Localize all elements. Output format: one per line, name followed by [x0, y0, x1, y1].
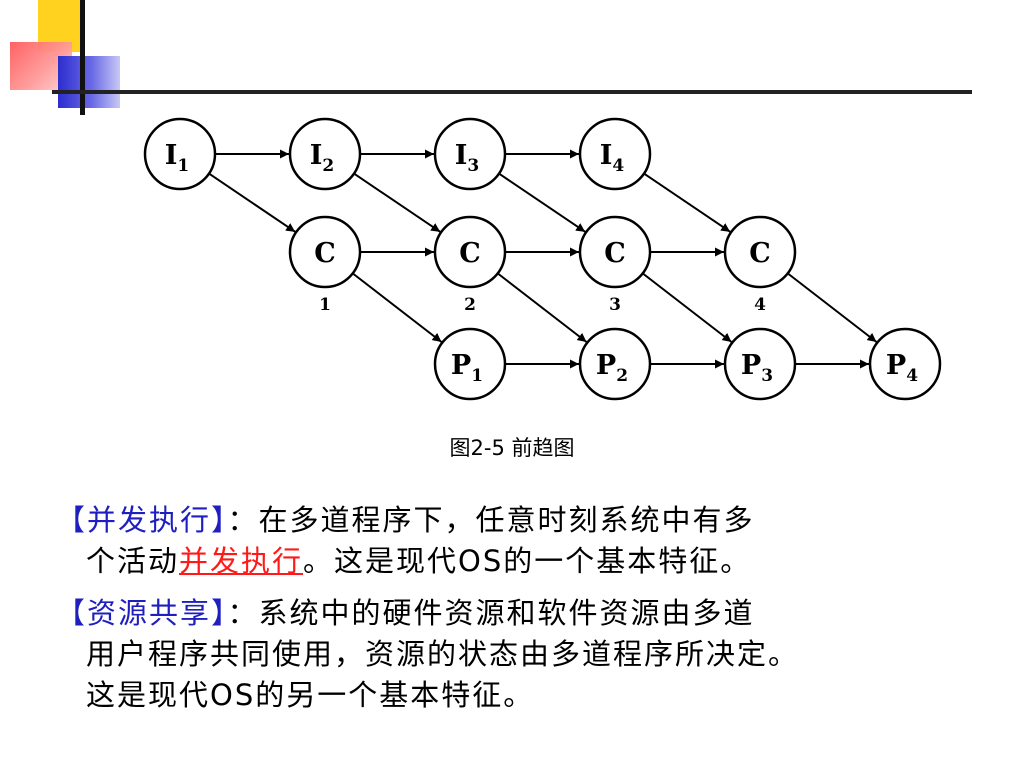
- term-resource-sharing: 【资源共享】: [56, 596, 228, 630]
- node-label: I3: [455, 140, 479, 176]
- node-label: C: [314, 238, 336, 269]
- paragraph-sharing-line-3: 这是现代OS的另一个基本特征。: [86, 678, 535, 712]
- node-print: P2: [578, 327, 652, 401]
- edge-compute-to-print: [642, 272, 733, 343]
- node-input: I3: [433, 117, 507, 191]
- edge-compute-to-print: [497, 272, 588, 343]
- node-circle: [143, 117, 217, 191]
- text-segment: 个活动: [86, 544, 180, 578]
- node-circle: [578, 117, 652, 191]
- compute-number-label: 1: [319, 295, 331, 315]
- node-label: C: [749, 238, 771, 269]
- node-label: I2: [310, 140, 334, 176]
- paragraph-concurrency: 【并发执行】：在多道程序下，任意时刻系统中有多 个活动并发执行。这是现代OS的一…: [56, 500, 976, 582]
- term-concurrency: 【并发执行】: [56, 503, 228, 537]
- edge-compute-to-print: [352, 272, 443, 343]
- node-print: P1: [433, 327, 507, 401]
- edge-input-to-compute: [498, 172, 586, 233]
- node-label: P4: [886, 350, 918, 386]
- compute-number-label: 3: [609, 295, 621, 315]
- node-label: P3: [741, 350, 773, 386]
- node-circle: [723, 327, 797, 401]
- paragraph-sharing-line-2: 用户程序共同使用，资源的状态由多道程序所决定。: [86, 637, 800, 671]
- text-segment: ：在多道程序下，任意时刻系统中有多: [227, 503, 755, 537]
- node-circle: [868, 327, 942, 401]
- node-input: I1: [143, 117, 217, 191]
- node-circle: [288, 117, 362, 191]
- decor-blue-square: [58, 56, 120, 108]
- figure-caption: 图2-5 前趋图: [0, 432, 1024, 462]
- node-print: P4: [868, 327, 942, 401]
- node-circle: [433, 327, 507, 401]
- node-input: I4: [578, 117, 652, 191]
- paragraph-concurrency-line-2: 个活动并发执行。这是现代OS的一个基本特征。: [56, 541, 976, 582]
- node-circle: [578, 327, 652, 401]
- node-compute: C: [288, 215, 362, 289]
- node-print: P3: [723, 327, 797, 401]
- compute-number-label: 4: [754, 295, 766, 315]
- node-label: P1: [451, 350, 483, 386]
- node-compute: C: [723, 215, 797, 289]
- paragraph-sharing-line-1: 【资源共享】：系统中的硬件资源和软件资源由多道: [56, 593, 976, 634]
- paragraph-sharing: 【资源共享】：系统中的硬件资源和软件资源由多道 用户程序共同使用，资源的状态由多…: [56, 593, 976, 716]
- figure-caption-text: 图2-5 前趋图: [449, 436, 575, 460]
- compute-number-label: 2: [464, 295, 476, 315]
- node-label: I4: [600, 140, 625, 176]
- edge-compute-to-print: [787, 272, 878, 343]
- edge-input-to-compute: [208, 172, 296, 233]
- node-label: C: [604, 238, 626, 269]
- paragraph-concurrency-line-1: 【并发执行】：在多道程序下，任意时刻系统中有多: [56, 500, 976, 541]
- decor-horizontal-rule: [52, 90, 972, 94]
- node-compute: C: [578, 215, 652, 289]
- node-circle: [288, 215, 362, 289]
- emphasis-concurrent-execution: 并发执行: [179, 544, 304, 578]
- decor-vertical-line: [80, 0, 85, 115]
- text-segment: 。这是现代OS的一个基本特征。: [303, 544, 752, 578]
- edge-input-to-compute: [643, 172, 731, 233]
- text-segment: ：系统中的硬件资源和软件资源由多道: [227, 596, 755, 630]
- node-circle: [433, 117, 507, 191]
- node-circle: [723, 215, 797, 289]
- node-circle: [578, 215, 652, 289]
- precedence-graph: I1 I2 I3 I4C C C C P1 P2 P3 P4 1 2 3 4: [143, 117, 942, 401]
- edge-input-to-compute: [353, 172, 441, 233]
- node-compute: C: [433, 215, 507, 289]
- node-input: I2: [288, 117, 362, 191]
- node-label: C: [459, 238, 481, 269]
- node-label: I1: [165, 140, 189, 176]
- node-circle: [433, 215, 507, 289]
- node-label: P2: [596, 350, 628, 386]
